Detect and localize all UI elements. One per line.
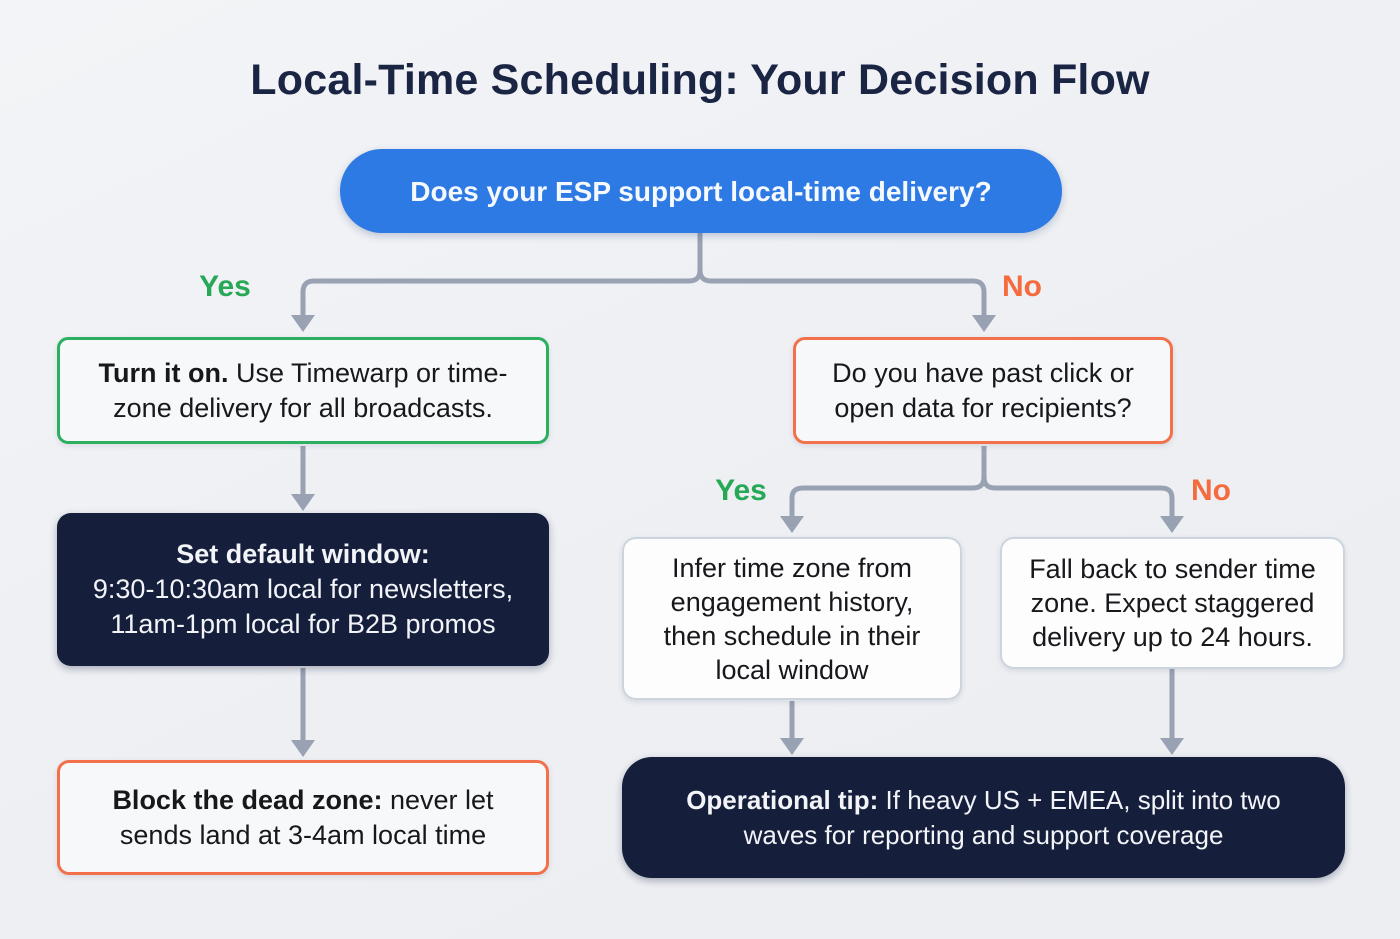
connector-data-split <box>780 446 1184 533</box>
node-dead-zone: Block the dead zone: never let sends lan… <box>57 760 549 875</box>
node-sender-fallback: Fall back to sender time zone. Expect st… <box>1000 537 1345 669</box>
node-infer-timezone: Infer time zone from engagement history,… <box>622 537 962 700</box>
dead-zone-lead: Block the dead zone: <box>112 784 383 815</box>
node-past-data-question: Do you have past click or open data for … <box>793 337 1173 444</box>
page-title: Local-Time Scheduling: Your Decision Flo… <box>250 56 1150 104</box>
node-operational-tip: Operational tip: If heavy US + EMEA, spl… <box>622 757 1345 878</box>
default-window-lead: Set default window: <box>176 539 430 569</box>
node-default-window: Set default window: 9:30-10:30am local f… <box>57 513 549 666</box>
branch-label-esp-no: No <box>1002 270 1042 303</box>
connector-window-to-deadzone <box>291 668 315 757</box>
connector-turnon-to-window <box>291 446 315 511</box>
connector-fallback-to-tip <box>1160 669 1184 755</box>
branch-label-esp-yes: Yes <box>199 270 251 303</box>
operational-tip-lead: Operational tip: <box>686 784 879 815</box>
branch-label-data-no: No <box>1191 474 1231 507</box>
turn-it-on-lead: Turn it on. <box>98 357 229 388</box>
connector-esp-split <box>291 233 996 332</box>
connector-infer-to-tip <box>780 701 804 755</box>
node-turn-it-on: Turn it on. Use Timewarp or time- zone d… <box>57 337 549 444</box>
branch-label-data-yes: Yes <box>715 474 767 507</box>
node-esp-question: Does your ESP support local-time deliver… <box>340 149 1062 233</box>
